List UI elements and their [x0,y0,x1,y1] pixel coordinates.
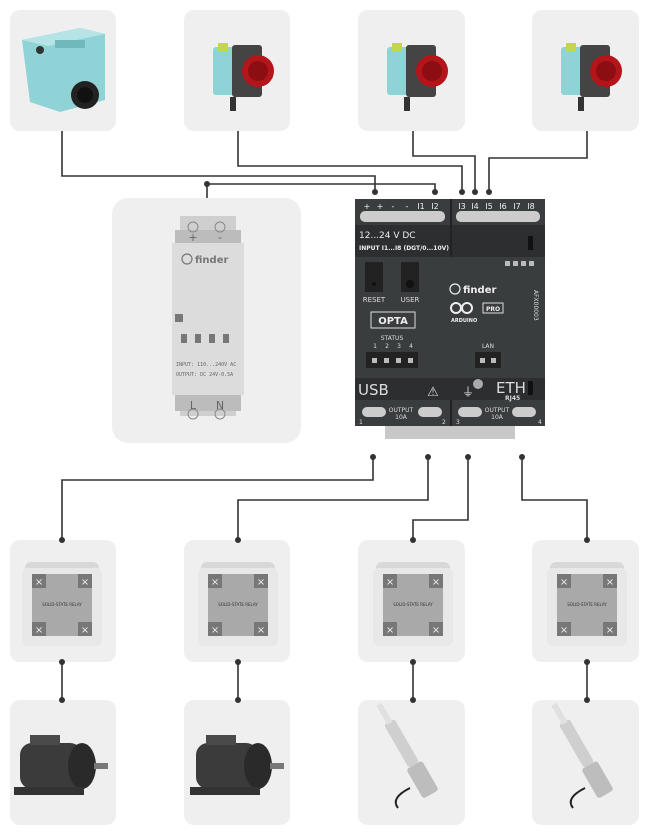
svg-text:2: 2 [385,343,389,350]
svg-text:I6: I6 [499,202,506,211]
solid-state-relay-3: SOLID-STATE RELAY [373,562,453,646]
svg-text:-: - [392,202,395,211]
user-button[interactable] [401,262,419,292]
svg-text:I2: I2 [431,202,438,211]
svg-text:+: + [377,202,384,211]
svg-text:10A: 10A [491,414,504,421]
load-cards [10,700,639,825]
warning-icon: ⚠ [427,385,439,400]
plc-code: AFX00003 [532,290,539,321]
psu-input-rating: INPUT: 110...240V AC [176,362,236,368]
svg-text:I3: I3 [458,202,465,211]
solid-state-relay-1: SOLID-STATE RELAY [22,562,102,646]
status-leds [366,352,418,368]
plc-voltage: 12...24 V DC [359,231,416,241]
svg-text:4: 4 [409,343,413,350]
arduino-logo-icon [450,302,473,314]
reset-button[interactable] [365,262,383,292]
lan-label: LAN [482,343,494,350]
svg-text:1: 1 [359,419,363,426]
reset-label: RESET [363,296,386,304]
plc-model: OPTA [378,316,408,327]
svg-text:I5: I5 [485,202,492,211]
psu-plus-label: + [188,231,197,244]
svg-text:1: 1 [373,343,377,350]
eth-port-label: ETH [496,379,526,397]
finder-logo-icon [181,253,193,265]
svg-text:I4: I4 [471,202,478,211]
solid-state-relay-4: SOLID-STATE RELAY [547,562,627,646]
svg-text:OUTPUT: OUTPUT [389,407,414,414]
svg-text:I1: I1 [417,202,424,211]
svg-text:+: + [364,202,371,211]
svg-text:10A: 10A [395,414,408,421]
psu-minus-label: - [218,231,222,244]
power-supply: + - finder INPUT: 110...240V AC OUTPUT: … [172,216,244,420]
svg-text:I8: I8 [527,202,534,211]
lan-leds [475,352,501,368]
output-terminals [362,407,536,417]
color-sensor [22,28,105,112]
svg-text:3: 3 [397,343,401,350]
svg-text:OUTPUT: OUTPUT [485,407,510,414]
svg-text:-: - [406,202,409,211]
svg-text:SOLID-STATE RELAY: SOLID-STATE RELAY [393,602,433,607]
ground-icon: ⏚ [462,385,474,399]
psu-n-label: N [216,399,224,412]
usb-port-label: USB [358,381,389,399]
svg-text:SOLID-STATE RELAY: SOLID-STATE RELAY [42,602,82,607]
finder-logo-icon [449,283,461,295]
psu-brand: finder [195,255,228,266]
svg-text:3: 3 [456,419,460,426]
solid-state-relay-2: SOLID-STATE RELAY [198,562,278,646]
svg-text:SOLID-STATE RELAY: SOLID-STATE RELAY [567,602,607,607]
plc-brand: finder [463,285,496,296]
svg-text:4: 4 [538,419,542,426]
rj45-label: RJ45 [505,395,520,402]
arduino-label: ARDUINO [451,318,477,324]
user-label: USER [401,296,420,304]
svg-text:2: 2 [442,419,446,426]
input-terminals: + + - - I1 I2 I3 I4 I5 I6 I7 I8 [360,202,540,222]
relay-cards [10,540,639,662]
svg-text:I7: I7 [513,202,520,211]
psu-l-label: L [190,399,197,412]
plc-input-label: INPUT I1...I8 (DGT/0...10V) [359,245,449,252]
opta-plc: + + - - I1 I2 I3 I4 I5 I6 I7 I8 12...24 … [355,199,545,439]
svg-text:SOLID-STATE RELAY: SOLID-STATE RELAY [218,602,258,607]
status-label: STATUS [381,335,404,342]
psu-output-rating: OUTPUT: DC 24V-0.5A [176,372,233,378]
pro-badge: PRO [486,306,500,313]
wires [59,131,590,703]
